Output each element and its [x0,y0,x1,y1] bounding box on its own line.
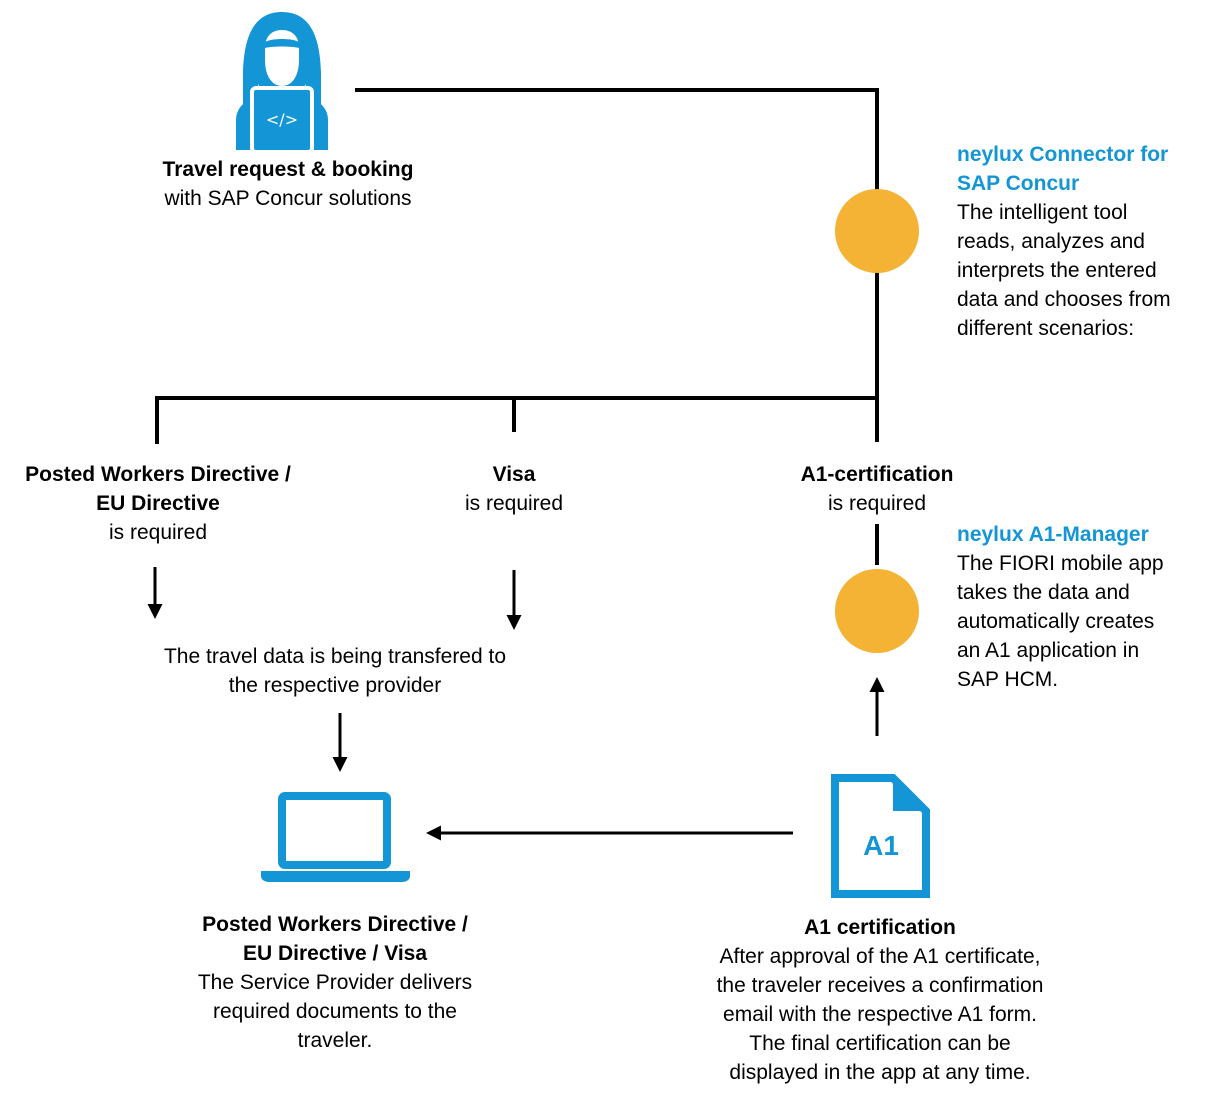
branch-posted-title-1: Posted Workers Directive / [25,463,291,486]
a1-cert-desc-1: After approval of the A1 certificate, [719,945,1041,968]
branch-visa-title: Visa [492,463,536,486]
connector-node [835,189,919,273]
a1-cert-desc-4: The final certification can be [749,1032,1011,1055]
laptop-icon [261,792,410,882]
connector-title-2: SAP Concur [957,172,1080,195]
branch-visa-label: Visa is required [412,460,616,518]
connector-desc-3: interprets the entered [957,259,1157,282]
a1-cert-label: A1 certification After approval of the A… [665,913,1095,1087]
a1-manager-desc-2: takes the data and [957,581,1130,604]
delivery-label: Posted Workers Directive / EU Directive … [160,910,510,1055]
a1-cert-desc-3: email with the respective A1 form. [723,1003,1037,1026]
branch-a1-sub: is required [827,492,927,515]
connector-desc-5: different scenarios: [957,317,1135,340]
branch-a1-title: A1-certification [800,463,954,486]
a1-manager-desc-3: automatically creates [957,610,1155,633]
connector-line-top [355,88,879,442]
connector-desc-4: data and chooses from [957,288,1171,311]
transfer-label: The travel data is being transfered to t… [110,642,560,700]
a1-document-icon: A1 [831,774,930,898]
delivery-title-2: EU Directive / Visa [242,942,428,965]
branch-posted-sub: is required [108,521,208,544]
branch-a1-label: A1-certification is required [757,460,997,518]
delivery-desc-1: The Service Provider delivers [197,971,473,994]
connector-desc-2: reads, analyzes and [957,230,1145,253]
branch-line [155,396,877,444]
a1-cert-desc-2: the traveler receives a confirmation [716,974,1044,997]
user-laptop-code-icon: </> [236,12,328,154]
a1-document-label: A1 [863,830,899,861]
branch-posted-title-2: EU Directive [96,492,220,515]
transfer-line-1: The travel data is being transfered to [163,645,507,668]
svg-text:</>: </> [266,110,298,129]
delivery-title-1: Posted Workers Directive / [202,913,468,936]
connector-label: neylux Connector for SAP Concur The inte… [957,140,1212,343]
connector-title-1: neylux Connector for [957,143,1169,166]
a1-manager-desc-4: an A1 application in [957,639,1140,662]
a1-manager-desc-1: The FIORI mobile app [957,552,1164,575]
a1-cert-title: A1 certification [804,916,956,939]
a1-manager-node [835,569,919,653]
start-subtitle: with SAP Concur solutions [164,187,412,210]
transfer-line-2: the respective provider [228,674,442,697]
a1-manager-title: neylux A1-Manager [957,523,1149,546]
start-title: Travel request & booking [162,158,414,181]
start-label: Travel request & booking with SAP Concur… [138,155,438,213]
connector-desc-1: The intelligent tool [957,201,1128,224]
delivery-desc-2: required documents to the [213,1000,457,1023]
branch-posted-label: Posted Workers Directive / EU Directive … [0,460,316,547]
a1-cert-desc-5: displayed in the app at any time. [729,1061,1031,1084]
a1-manager-label: neylux A1-Manager The FIORI mobile app t… [957,520,1212,694]
branch-visa-sub: is required [464,492,564,515]
a1-manager-desc-5: SAP HCM. [957,668,1059,691]
delivery-desc-3: traveler. [297,1029,373,1052]
